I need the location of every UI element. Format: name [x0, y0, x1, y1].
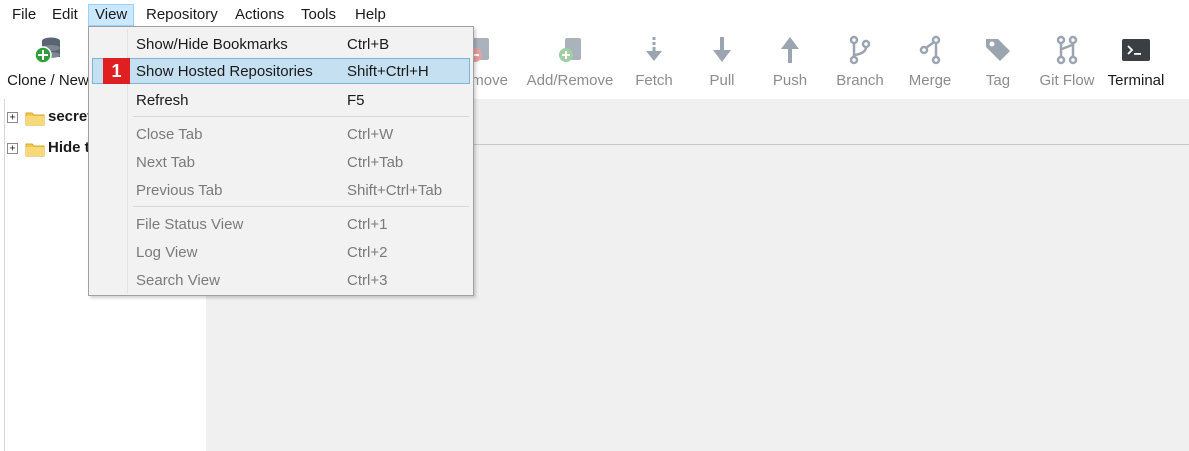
view-menu-dropdown: Show/Hide Bookmarks Ctrl+B Show Hosted R…	[88, 26, 474, 296]
menu-item-shortcut: Ctrl+3	[347, 272, 388, 289]
divider	[206, 144, 1189, 145]
merge-icon	[919, 35, 941, 65]
menu-file[interactable]: File	[12, 6, 37, 23]
menu-help[interactable]: Help	[355, 6, 386, 23]
menu-item-label: Close Tab	[136, 126, 203, 143]
tree-item-secret[interactable]: + secret	[5, 107, 205, 129]
menu-item-previous-tab[interactable]: Previous Tab Shift+Ctrl+Tab	[92, 177, 470, 203]
menu-item-label: Show/Hide Bookmarks	[136, 36, 288, 53]
clone-new-label: Clone / New	[7, 72, 89, 89]
menu-actions[interactable]: Actions	[235, 6, 285, 23]
menu-item-label: Search View	[136, 272, 220, 289]
tag-icon	[986, 39, 1010, 61]
menu-item-shortcut: Ctrl+1	[347, 216, 388, 233]
clone-new-button[interactable]: Clone / New	[4, 27, 92, 99]
terminal-label: Terminal	[1107, 72, 1165, 89]
menu-item-next-tab[interactable]: Next Tab Ctrl+Tab	[92, 149, 470, 175]
folder-icon	[25, 143, 45, 157]
terminal-button[interactable]: Terminal	[1104, 27, 1168, 99]
menu-item-label: Log View	[136, 244, 198, 261]
menu-separator	[133, 116, 469, 117]
menu-item-shortcut: Ctrl+W	[347, 126, 394, 143]
menu-item-shortcut: Ctrl+2	[347, 244, 388, 261]
tag-button[interactable]: Tag	[972, 27, 1024, 99]
menu-item-shortcut: Ctrl+Tab	[347, 154, 404, 171]
menu-item-shortcut: Ctrl+B	[347, 36, 390, 53]
menu-item-shortcut: Shift+Ctrl+H	[347, 63, 429, 80]
menu-tools[interactable]: Tools	[301, 6, 337, 23]
add-remove-icon	[559, 38, 581, 62]
terminal-icon	[1122, 39, 1150, 61]
expand-icon[interactable]: +	[7, 143, 18, 154]
menu-view[interactable]: View	[88, 4, 135, 26]
menu-bar: File Edit View Repository Actions Tools …	[0, 0, 1189, 27]
menu-item-label: Refresh	[136, 92, 189, 109]
menu-item-file-status-view[interactable]: File Status View Ctrl+1	[92, 211, 470, 237]
branch-label: Branch	[836, 72, 884, 89]
menu-separator	[133, 206, 469, 207]
menu-item-label: Next Tab	[136, 154, 195, 171]
menu-item-label: File Status View	[136, 216, 244, 233]
tree-item-label: secret	[48, 108, 93, 125]
fetch-icon	[646, 37, 662, 61]
git-flow-label: Git Flow	[1039, 72, 1095, 89]
merge-label: Merge	[908, 72, 952, 89]
menu-item-show-hide-bookmarks[interactable]: Show/Hide Bookmarks Ctrl+B	[92, 31, 470, 57]
menu-gutter	[127, 29, 128, 293]
branch-button[interactable]: Branch	[830, 27, 890, 99]
pull-button[interactable]: Pull	[694, 27, 750, 99]
expand-icon[interactable]: +	[7, 112, 18, 123]
pull-icon	[713, 37, 731, 62]
menu-item-shortcut: F5	[347, 92, 365, 109]
push-label: Push	[772, 72, 808, 89]
add-remove-label: Add/Remove	[526, 72, 614, 89]
menu-item-log-view[interactable]: Log View Ctrl+2	[92, 239, 470, 265]
menu-item-shortcut: Shift+Ctrl+Tab	[347, 182, 443, 199]
tree-item-label: Hide t	[48, 139, 90, 156]
menu-edit[interactable]: Edit	[52, 6, 78, 23]
push-button[interactable]: Push	[762, 27, 818, 99]
fetch-label: Fetch	[635, 72, 673, 89]
step-badge: 1	[103, 58, 130, 84]
fetch-button[interactable]: Fetch	[626, 27, 682, 99]
tag-label: Tag	[985, 72, 1011, 89]
folder-icon	[25, 112, 45, 126]
menu-repository[interactable]: Repository	[146, 6, 218, 23]
pull-label: Pull	[709, 72, 735, 89]
menu-item-close-tab[interactable]: Close Tab Ctrl+W	[92, 121, 470, 147]
merge-button[interactable]: Merge	[900, 27, 960, 99]
git-flow-icon	[1056, 35, 1078, 65]
tree-item-hide[interactable]: + Hide t	[5, 138, 205, 160]
menu-item-label: Show Hosted Repositories	[136, 63, 313, 80]
menu-item-search-view[interactable]: Search View Ctrl+3	[92, 267, 470, 293]
clone-new-icon	[34, 37, 60, 64]
git-flow-button[interactable]: Git Flow	[1034, 27, 1100, 99]
menu-item-label: Previous Tab	[136, 182, 223, 199]
menu-item-show-hosted-repositories[interactable]: Show Hosted Repositories Shift+Ctrl+H	[92, 58, 470, 84]
add-remove-button[interactable]: Add/Remove	[524, 27, 616, 99]
menu-item-refresh[interactable]: Refresh F5	[92, 87, 470, 113]
push-icon	[781, 37, 799, 63]
branch-icon	[849, 35, 871, 65]
